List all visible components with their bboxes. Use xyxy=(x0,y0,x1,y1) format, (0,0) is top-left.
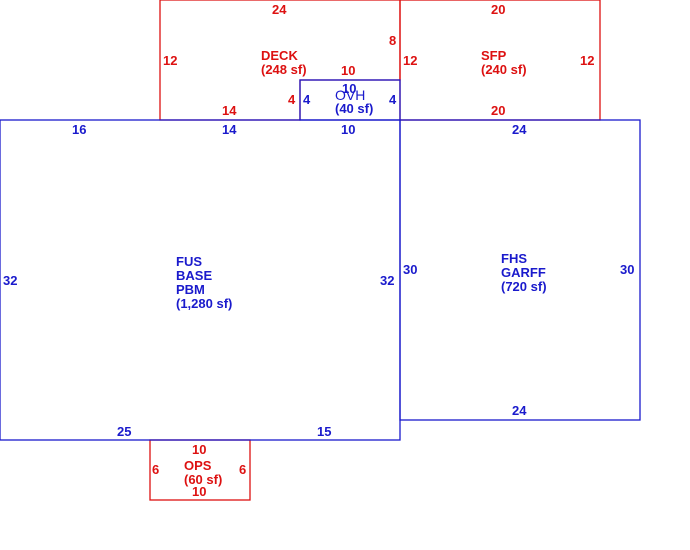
ops-dim-left: 6 xyxy=(152,462,159,477)
deck-area-label: (248 sf) xyxy=(261,62,307,77)
fus-label-line-1: FUS xyxy=(176,254,202,269)
deck-dim-notch-side: 4 xyxy=(288,92,296,107)
sfp-label: SFP xyxy=(481,48,507,63)
ovh-dim-top: 10 xyxy=(342,81,356,96)
fus-dim-right: 32 xyxy=(380,273,394,288)
fus-dim-top-right: 14 xyxy=(222,122,237,137)
sfp-area-label: (240 sf) xyxy=(481,62,527,77)
fus-label-line-3: PBM xyxy=(176,282,205,297)
fus-label-line-2: BASE xyxy=(176,268,212,283)
deck-dim-right: 8 xyxy=(389,33,396,48)
ovh-dim-bottom: 10 xyxy=(341,122,355,137)
ops-dim-right: 6 xyxy=(239,462,246,477)
deck-label: DECK xyxy=(261,48,298,63)
ovh-dim-right: 4 xyxy=(389,92,397,107)
ovh-outline xyxy=(299,79,401,121)
fus-dim-left: 32 xyxy=(3,273,17,288)
fhs-dim-bottom: 24 xyxy=(512,403,527,418)
sfp-dim-top: 20 xyxy=(491,2,505,17)
fhs-label-line-2: GARFF xyxy=(501,265,546,280)
ops-area-label: (60 sf) xyxy=(184,472,222,487)
ovh-dim-left: 4 xyxy=(303,92,311,107)
ovh-area-label: (40 sf) xyxy=(335,101,373,116)
deck-dim-left: 12 xyxy=(163,53,177,68)
fhs-dim-right: 30 xyxy=(620,262,634,277)
fus-dim-bottom-left: 25 xyxy=(117,424,131,439)
sfp-dim-bottom: 20 xyxy=(491,103,505,118)
fhs-outline xyxy=(399,119,641,421)
fus-dim-top-left: 16 xyxy=(72,122,86,137)
fhs-dim-top: 24 xyxy=(512,122,527,137)
fus-area-label: (1,280 sf) xyxy=(176,296,232,311)
fus-dim-bottom-right: 15 xyxy=(317,424,331,439)
deck-dim-bottom: 14 xyxy=(222,103,237,118)
deck-dim-notch-top: 10 xyxy=(341,63,355,78)
sfp-dim-right: 12 xyxy=(580,53,594,68)
deck-dim-top: 24 xyxy=(272,2,287,17)
ops-dim-bottom: 10 xyxy=(192,484,206,499)
fhs-area-label: (720 sf) xyxy=(501,279,547,294)
ops-dim-top: 10 xyxy=(192,442,206,457)
fhs-label-line-1: FHS xyxy=(501,251,527,266)
fhs-dim-left: 30 xyxy=(403,262,417,277)
sfp-dim-left: 12 xyxy=(403,53,417,68)
ovh-label: OVH xyxy=(335,87,365,103)
ops-label: OPS xyxy=(184,458,212,473)
